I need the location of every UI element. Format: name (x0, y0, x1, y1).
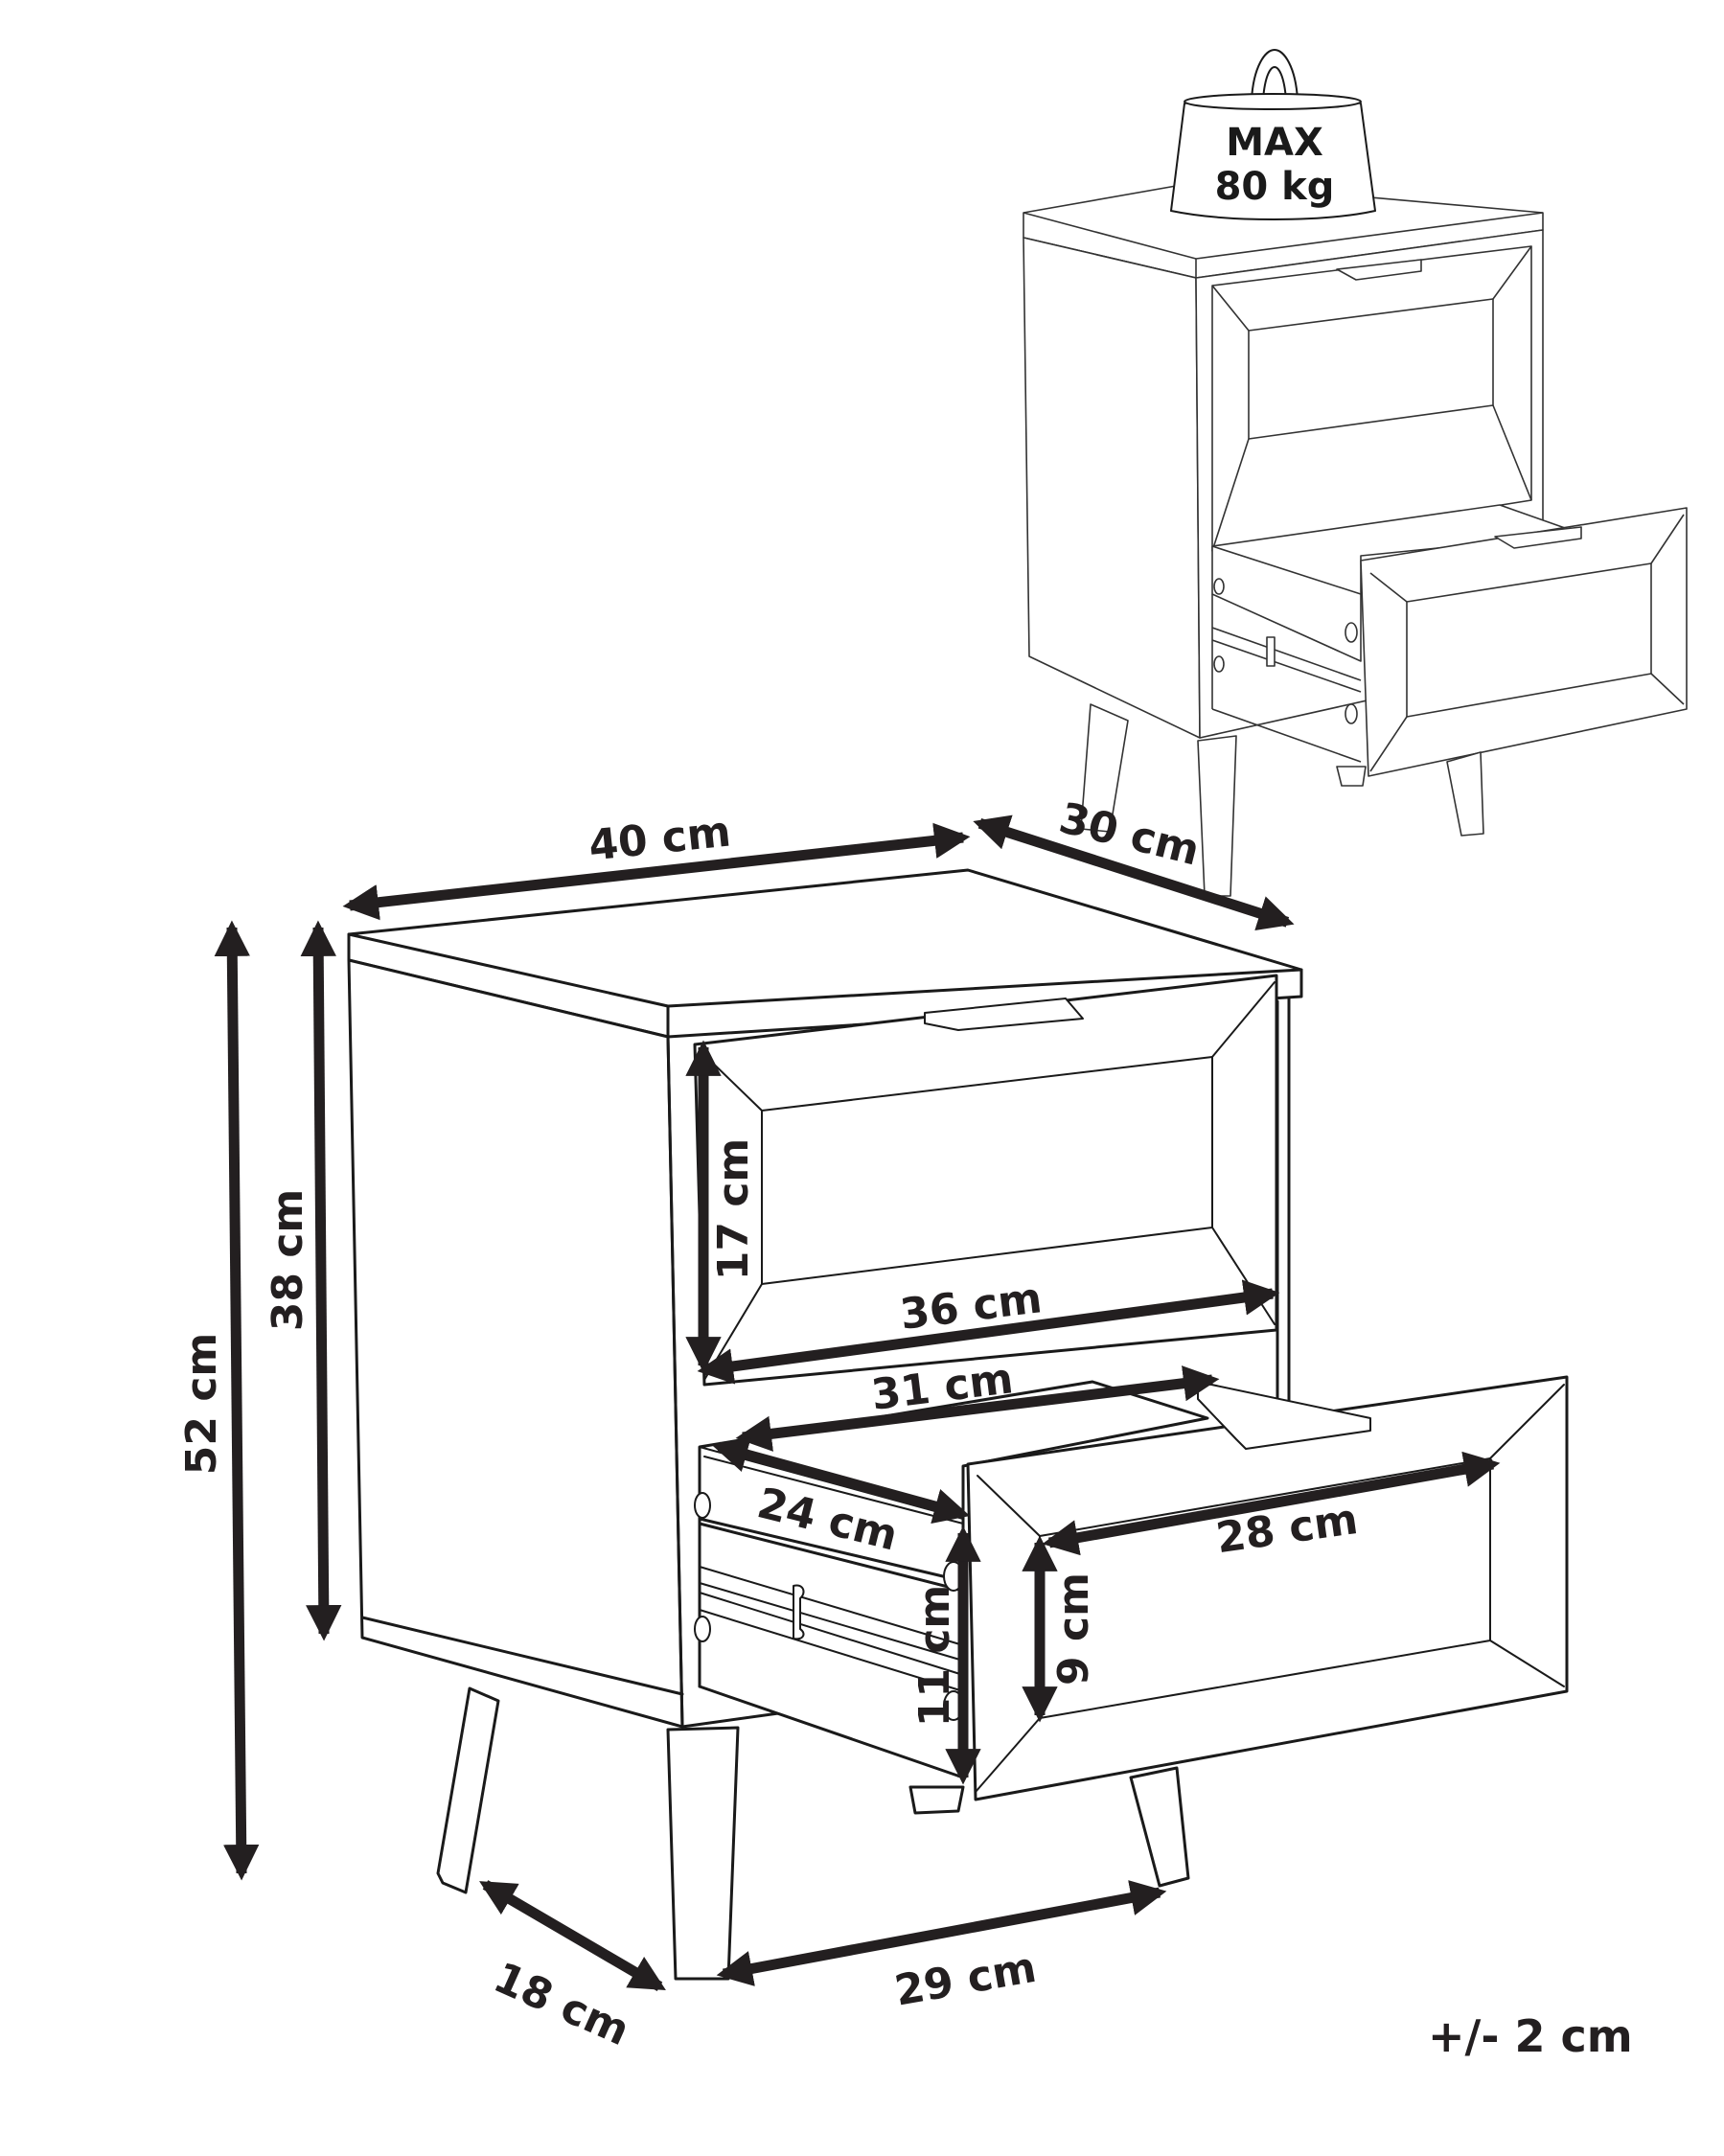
top-drawer-height-label: 17 cm (709, 1138, 758, 1280)
leg-back-left (436, 1686, 500, 1894)
leg-spacing-width-label: 29 cm (891, 1943, 1040, 2016)
main-nightstand (347, 868, 1569, 1981)
drawer-front-height-label: 9 cm (1049, 1572, 1098, 1686)
preview-nightstand (1023, 181, 1688, 897)
total-height-label: 52 cm (177, 1333, 226, 1475)
leg-back-right (908, 1785, 965, 1815)
weight-value-label: 80 kg (1215, 165, 1335, 209)
tolerance-note: +/- 2 cm (1428, 2010, 1633, 2062)
max-weight-badge: MAX 80 kg (1170, 49, 1376, 220)
leg-front-left (666, 1726, 740, 1981)
leg-front-right (1129, 1766, 1190, 1888)
depth-label: 30 cm (1054, 793, 1204, 875)
weight-icon (1251, 49, 1299, 101)
leg-spacing-depth-label: 18 cm (487, 1953, 636, 2055)
weight-max-label: MAX (1226, 121, 1323, 165)
body-height-label: 38 cm (264, 1189, 312, 1331)
drawer-side-height-label: 11 cm (910, 1585, 959, 1727)
dimension-arrows: 40 cm 30 cm 52 cm 38 cm 17 cm 36 cm 31 c… (177, 793, 1501, 2055)
